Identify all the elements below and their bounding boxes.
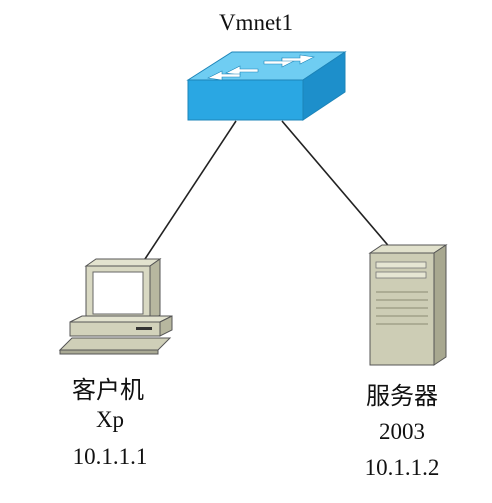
link-switch-client <box>142 120 237 263</box>
client-os-label: Xp <box>95 407 125 432</box>
link-switch-server <box>281 120 393 251</box>
client-name-label: 客户机 <box>72 376 144 404</box>
server-ip-label: 10.1.1.2 <box>364 455 440 480</box>
tower-server-icon <box>368 244 448 366</box>
network-switch-icon <box>186 51 347 121</box>
desktop-computer-icon <box>58 258 173 355</box>
client-ip-label: 10.1.1.1 <box>72 444 148 469</box>
switch-label: Vmnet1 <box>218 10 294 35</box>
server-os-label: 2003 <box>379 419 425 444</box>
server-name-label: 服务器 <box>366 382 438 410</box>
